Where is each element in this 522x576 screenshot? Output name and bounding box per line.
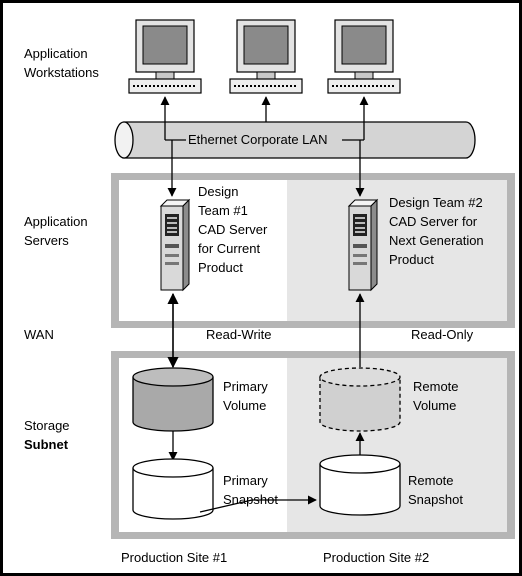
workstation-2 bbox=[229, 19, 303, 94]
ethernet-lan-pipe bbox=[114, 121, 476, 159]
primary-volume-label: Primary Volume bbox=[223, 379, 268, 413]
server-2-label: Design Team #2 CAD Server for Next Gener… bbox=[389, 195, 484, 267]
site-1-label: Production Site #1 bbox=[121, 550, 228, 565]
tier-label-wan: WAN bbox=[24, 327, 54, 342]
workstation-1 bbox=[128, 19, 202, 94]
primary-volume-cylinder bbox=[132, 367, 214, 432]
server-1-icon bbox=[159, 198, 191, 292]
workstation-3 bbox=[327, 19, 401, 94]
remote-snapshot-cylinder bbox=[319, 454, 401, 516]
tier-label-storage: Storage bbox=[24, 418, 70, 433]
primary-snapshot-label: Primary Snapshot bbox=[223, 473, 278, 507]
lan-label: Ethernet Corporate LAN bbox=[188, 132, 328, 147]
read-write-label: Read-Write bbox=[206, 327, 272, 342]
site-2-label: Production Site #2 bbox=[323, 550, 430, 565]
server-1-label: Design Team #1 CAD Server for Current Pr… bbox=[198, 184, 268, 275]
server-2-icon bbox=[347, 198, 379, 292]
tier-label-subnet: Subnet bbox=[24, 437, 69, 452]
read-only-label: Read-Only bbox=[411, 327, 474, 342]
primary-snapshot-cylinder bbox=[132, 458, 214, 520]
remote-volume-cylinder bbox=[319, 367, 401, 432]
remote-volume-label: Remote Volume bbox=[413, 379, 459, 413]
tier-label-workstations: Application Workstations bbox=[24, 46, 99, 80]
connector-snapshot-replication bbox=[199, 495, 317, 513]
remote-snapshot-label: Remote Snapshot bbox=[408, 473, 463, 507]
tier-label-servers: Application Servers bbox=[24, 214, 88, 248]
